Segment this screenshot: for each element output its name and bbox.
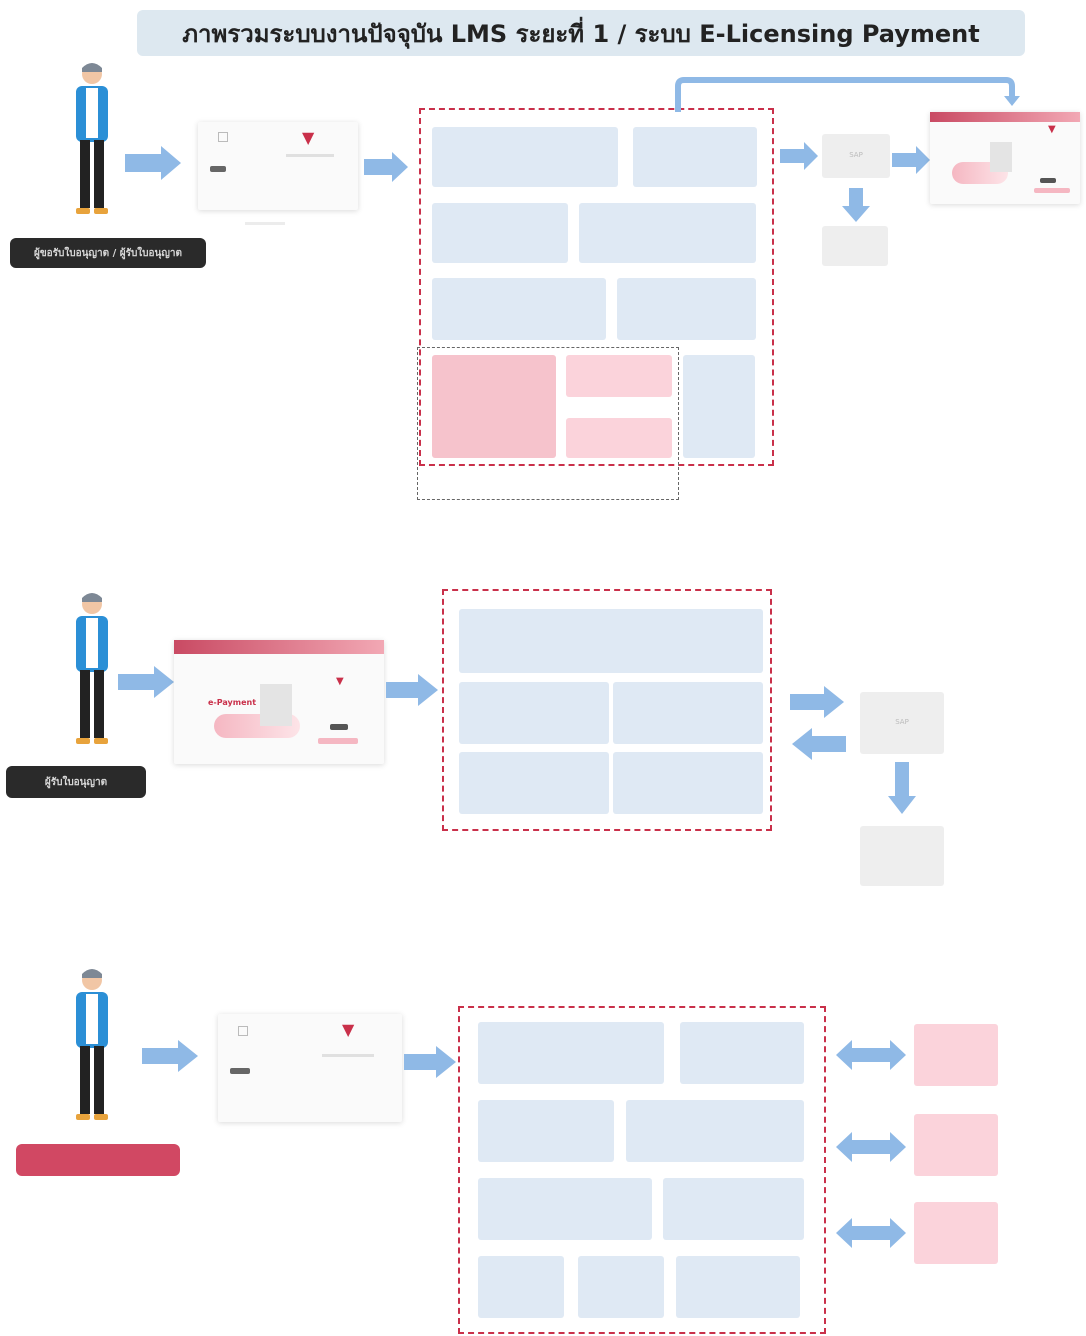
module-box [680, 1022, 804, 1084]
arrow-down-icon [842, 188, 870, 222]
arrow-right-icon [118, 666, 174, 698]
actor-label: ผู้รับใบอนุญาต [6, 766, 146, 798]
login-icon [218, 132, 228, 142]
arrow-right-icon [404, 1046, 456, 1078]
screen-button [1040, 178, 1056, 183]
actor-label [16, 1144, 180, 1176]
submodule-frame [417, 347, 679, 500]
module-box [663, 1178, 804, 1240]
module-box [626, 1100, 804, 1162]
sap-box: SAP [822, 134, 890, 178]
arrow-right-icon [386, 674, 438, 706]
actor-label: ผู้ขอรับใบอนุญาต / ผู้รับใบอนุญาต [10, 238, 206, 268]
login-screen: ▼ [218, 1014, 402, 1122]
screen-button [318, 738, 358, 744]
logo-icon: ▼ [302, 128, 315, 147]
sap-sub-box [822, 226, 888, 266]
building-icon [990, 142, 1012, 172]
page-title: ภาพรวมระบบงานปัจจุบัน LMS ระยะที่ 1 / ระ… [137, 10, 1025, 56]
module-frame [419, 108, 774, 466]
module-box-pink [566, 355, 672, 397]
module-box [459, 752, 609, 814]
sap-box: SAP [860, 692, 944, 754]
logo-text [286, 154, 334, 157]
module-box [683, 355, 755, 458]
sap-sub-box [860, 826, 944, 886]
screen-caption [245, 222, 285, 225]
login-button [230, 1068, 250, 1074]
person-icon [76, 593, 108, 744]
external-system-box [914, 1114, 998, 1176]
login-button [210, 166, 226, 172]
module-box [676, 1256, 800, 1318]
arrow-both-icon [836, 1132, 906, 1162]
module-box [579, 203, 756, 263]
module-box [459, 609, 763, 673]
person-icon [76, 63, 108, 214]
arrow-both-icon [836, 1040, 906, 1070]
arrow-right-icon [780, 142, 818, 170]
screen-button [330, 724, 348, 730]
module-box [578, 1256, 664, 1318]
module-box [459, 682, 609, 744]
module-box [613, 752, 763, 814]
module-box [432, 127, 618, 187]
module-box [478, 1256, 564, 1318]
arrow-right-icon [125, 146, 181, 180]
arrow-down-icon [888, 762, 916, 814]
module-box [617, 278, 756, 340]
module-box-pink [432, 355, 556, 458]
screen-button [1034, 188, 1070, 193]
logo-icon: ▼ [1048, 124, 1056, 135]
screen-banner [930, 112, 1080, 122]
login-icon [238, 1026, 248, 1036]
login-screen: ▼ [198, 122, 358, 210]
screen-banner [174, 640, 384, 654]
arrow-right-icon [142, 1040, 198, 1072]
person-icon [76, 969, 108, 1120]
arrow-left-icon [792, 728, 846, 760]
module-frame [442, 589, 772, 831]
screen-title: e-Payment [208, 698, 257, 707]
module-frame [458, 1006, 826, 1334]
building-icon [260, 684, 292, 726]
module-box [613, 682, 763, 744]
module-box-pink [566, 418, 672, 458]
logo-icon: ▼ [342, 1020, 355, 1039]
module-box [478, 1022, 664, 1084]
payment-screen: e-Payment ▼ [174, 640, 384, 764]
logo-text [322, 1054, 374, 1057]
module-box [478, 1100, 614, 1162]
logo-icon: ▼ [336, 676, 344, 687]
arrow-right-icon [892, 146, 930, 174]
payment-screen: ▼ [930, 112, 1080, 204]
module-box [633, 127, 757, 187]
arrow-both-icon [836, 1218, 906, 1248]
external-system-box [914, 1202, 998, 1264]
arrow-connector-icon [675, 77, 1020, 112]
module-box [432, 203, 568, 263]
arrow-right-icon [364, 152, 408, 182]
module-box [432, 278, 606, 340]
arrow-right-icon [790, 686, 844, 718]
external-system-box [914, 1024, 998, 1086]
module-box [478, 1178, 652, 1240]
